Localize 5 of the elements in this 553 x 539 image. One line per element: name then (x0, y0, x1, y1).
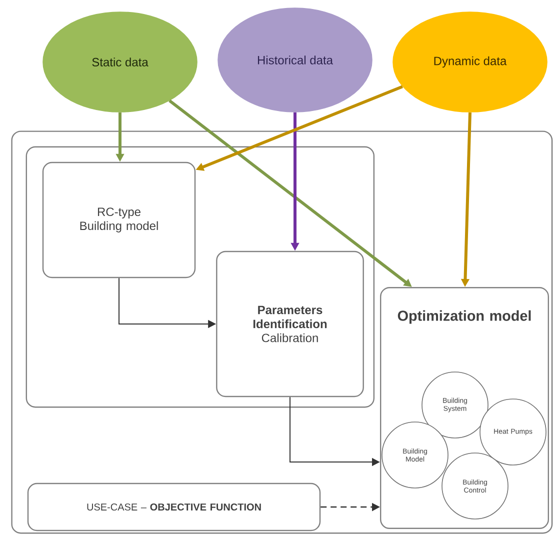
process-box: RC-type Building model (42, 162, 196, 278)
process-box: Parameters Identification Calibration (216, 250, 364, 398)
process-box: USE-CASE – OBJECTIVE FUNCTION (27, 482, 321, 532)
group-box (26, 146, 375, 408)
outer-frame (11, 130, 553, 534)
